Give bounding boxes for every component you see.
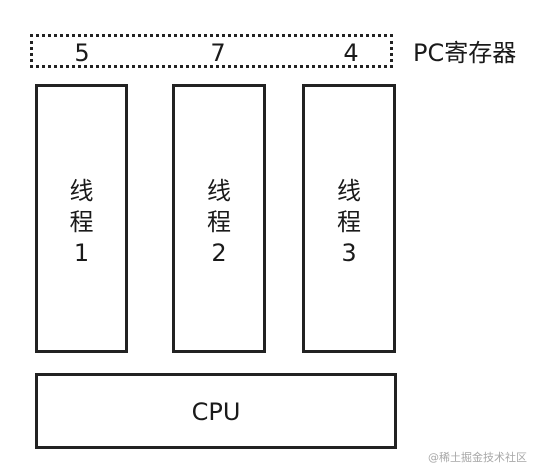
pc-value-thread-3: 4 (343, 39, 359, 67)
thread-2-char-2: 程 (207, 208, 231, 236)
thread-3-char-1: 线 (337, 177, 361, 205)
thread-2-label: 线 程 2 (175, 176, 263, 269)
thread-1-box: 线 程 1 (35, 84, 128, 353)
thread-3-char-2: 程 (337, 208, 361, 236)
cpu-box: CPU (35, 373, 397, 449)
thread-3-number: 3 (341, 239, 357, 267)
pc-register-box: 5 7 4 (30, 34, 393, 68)
pc-value-thread-1: 5 (74, 39, 90, 67)
thread-2-number: 2 (211, 239, 227, 267)
watermark: @稀土掘金技术社区 (428, 451, 527, 464)
thread-1-char-1: 线 (69, 177, 94, 205)
thread-1-char-2: 程 (69, 208, 94, 236)
thread-3-box: 线 程 3 (302, 84, 396, 353)
thread-1-label: 线 程 1 (38, 176, 125, 269)
thread-2-box: 线 程 2 (172, 84, 266, 353)
thread-2-char-1: 线 (207, 177, 231, 205)
cpu-label: CPU (191, 398, 241, 426)
thread-3-label: 线 程 3 (305, 176, 393, 269)
thread-1-number: 1 (73, 239, 90, 267)
pc-register-label: PC寄存器 (413, 39, 517, 67)
pc-value-thread-2: 7 (210, 39, 226, 67)
